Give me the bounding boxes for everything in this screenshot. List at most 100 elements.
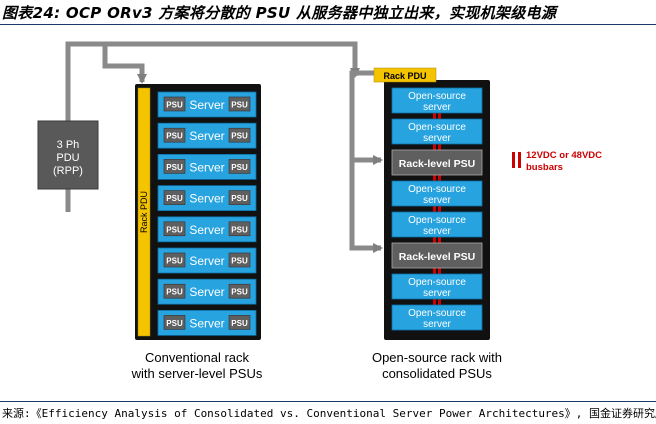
server-label: Server bbox=[189, 223, 224, 237]
busbar-connector bbox=[438, 268, 441, 274]
busbar-legend-label-2: busbars bbox=[526, 162, 563, 173]
psu-block-right bbox=[228, 190, 251, 205]
opensource-caption-line-1: Open-source rack with bbox=[372, 350, 502, 365]
opensource-server-label-2: server bbox=[423, 133, 451, 144]
figure-title: 图表24: OCP ORv3 方案将分散的 PSU 从服务器中独立出来，实现机架… bbox=[2, 4, 557, 22]
busbar-connector bbox=[433, 237, 436, 243]
busbar-connector bbox=[433, 299, 436, 305]
psu-label-left: PSU bbox=[166, 132, 183, 141]
conventional-server-row: PSU Server PSU bbox=[157, 278, 257, 305]
psu-block-right bbox=[228, 221, 251, 237]
psu-block-left bbox=[163, 252, 186, 268]
server-label: Server bbox=[189, 285, 224, 299]
source-note: 来源:《Efficiency Analysis of Consolidated … bbox=[2, 407, 656, 420]
opensource-caption-line-2: consolidated PSUs bbox=[382, 366, 492, 381]
server-label: Server bbox=[189, 254, 224, 268]
busbar-connectors bbox=[433, 113, 441, 305]
psu-label-right: PSU bbox=[231, 194, 248, 203]
conventional-feed-line bbox=[102, 44, 147, 84]
conventional-server-row: PSU Server PSU bbox=[157, 309, 257, 336]
psu-label-right: PSU bbox=[231, 132, 248, 141]
busbar-legend-mark-2 bbox=[518, 152, 521, 168]
pdu-label-line-3: (RPP) bbox=[53, 165, 83, 177]
conventional-server-row: PSU Server PSU bbox=[157, 154, 257, 180]
psu-label-right: PSU bbox=[231, 101, 248, 110]
opensource-rack-pdu-label: Rack PDU bbox=[383, 71, 426, 81]
psu-label-left: PSU bbox=[166, 257, 183, 266]
opensource-server-label-1: Open-source bbox=[408, 122, 466, 133]
rack-pdu-vertical-label: Rack PDU bbox=[139, 191, 149, 233]
opensource-server-label-2: server bbox=[423, 319, 451, 330]
opensource-rack: Rack PDU Open-sourceserverOpen-sourceser… bbox=[373, 67, 490, 340]
rack-level-psu-slot: Rack-level PSU bbox=[391, 242, 483, 269]
rack-level-psu-label: Rack-level PSU bbox=[399, 251, 475, 263]
conventional-caption-line-2: with server-level PSUs bbox=[131, 366, 263, 381]
busbar-connector bbox=[438, 237, 441, 243]
psu-label-left: PSU bbox=[166, 163, 183, 172]
server-label: Server bbox=[189, 192, 224, 206]
busbar-legend-label-1: 12VDC or 48VDC bbox=[526, 150, 602, 161]
opensource-server-label-1: Open-source bbox=[408, 215, 466, 226]
psu-label-left: PSU bbox=[166, 225, 183, 234]
conventional-server-row: PSU Server PSU bbox=[157, 216, 257, 243]
top-feed-line bbox=[65, 41, 360, 123]
busbar-connector bbox=[438, 175, 441, 181]
psu-block-left bbox=[163, 283, 186, 299]
opensource-server-label-1: Open-source bbox=[408, 91, 466, 102]
conventional-caption-line-1: Conventional rack bbox=[145, 350, 250, 365]
server-slot-body bbox=[391, 211, 483, 238]
busbar-connector bbox=[433, 113, 436, 119]
opensource-server-label-1: Open-source bbox=[408, 184, 466, 195]
opensource-server-label-2: server bbox=[423, 102, 451, 113]
busbar-connector bbox=[438, 299, 441, 305]
psu-label-left: PSU bbox=[166, 319, 183, 328]
server-slot-body bbox=[391, 273, 483, 300]
psu-block-left bbox=[163, 315, 186, 330]
opensource-server-label-2: server bbox=[423, 288, 451, 299]
psu-block-left bbox=[163, 190, 186, 205]
source-rule bbox=[0, 401, 656, 402]
server-label: Server bbox=[189, 160, 224, 174]
opensource-rack-pdu bbox=[373, 67, 437, 83]
opensource-server-label-2: server bbox=[423, 195, 451, 206]
busbar-connector bbox=[433, 206, 436, 212]
opensource-server-label-1: Open-source bbox=[408, 277, 466, 288]
three-phase-pdu: 3 Ph PDU (RPP) bbox=[37, 120, 99, 190]
pdu-label-line-1: 3 Ph bbox=[57, 139, 80, 151]
psu-label-right: PSU bbox=[231, 163, 248, 172]
psu-label-right: PSU bbox=[231, 225, 248, 234]
psu-label-right: PSU bbox=[231, 319, 248, 328]
psu-label-right: PSU bbox=[231, 288, 248, 297]
opensource-slot-list: Open-sourceserverOpen-sourceserverRack-l… bbox=[391, 87, 483, 331]
rack-level-psu-slot: Rack-level PSU bbox=[391, 149, 483, 176]
psu-label-left: PSU bbox=[166, 288, 183, 297]
opensource-server-label-1: Open-source bbox=[408, 308, 466, 319]
busbar-connector bbox=[438, 206, 441, 212]
server-slot-body bbox=[391, 180, 483, 207]
psu-label-left: PSU bbox=[166, 194, 183, 203]
psu-block-left bbox=[163, 127, 186, 143]
power-feed-lines bbox=[65, 41, 383, 253]
busbar-connector bbox=[433, 144, 436, 150]
busbar-connector bbox=[433, 268, 436, 274]
psu-block-right bbox=[228, 127, 251, 143]
opensource-server-label-2: server bbox=[423, 226, 451, 237]
psu-label-right: PSU bbox=[231, 257, 248, 266]
busbar-connector bbox=[433, 175, 436, 181]
busbar-legend: 12VDC or 48VDC busbars bbox=[512, 150, 602, 173]
psu-block-right bbox=[228, 283, 251, 299]
server-slot-body bbox=[391, 118, 483, 145]
conventional-server-row: PSU Server PSU bbox=[157, 247, 257, 274]
psu-slot-body bbox=[391, 149, 483, 176]
server-slot-body bbox=[391, 304, 483, 331]
server-label: Server bbox=[189, 316, 224, 330]
psu-block-right bbox=[228, 252, 251, 268]
busbar-legend-mark-1 bbox=[512, 152, 515, 168]
psu-block-left bbox=[163, 159, 186, 174]
